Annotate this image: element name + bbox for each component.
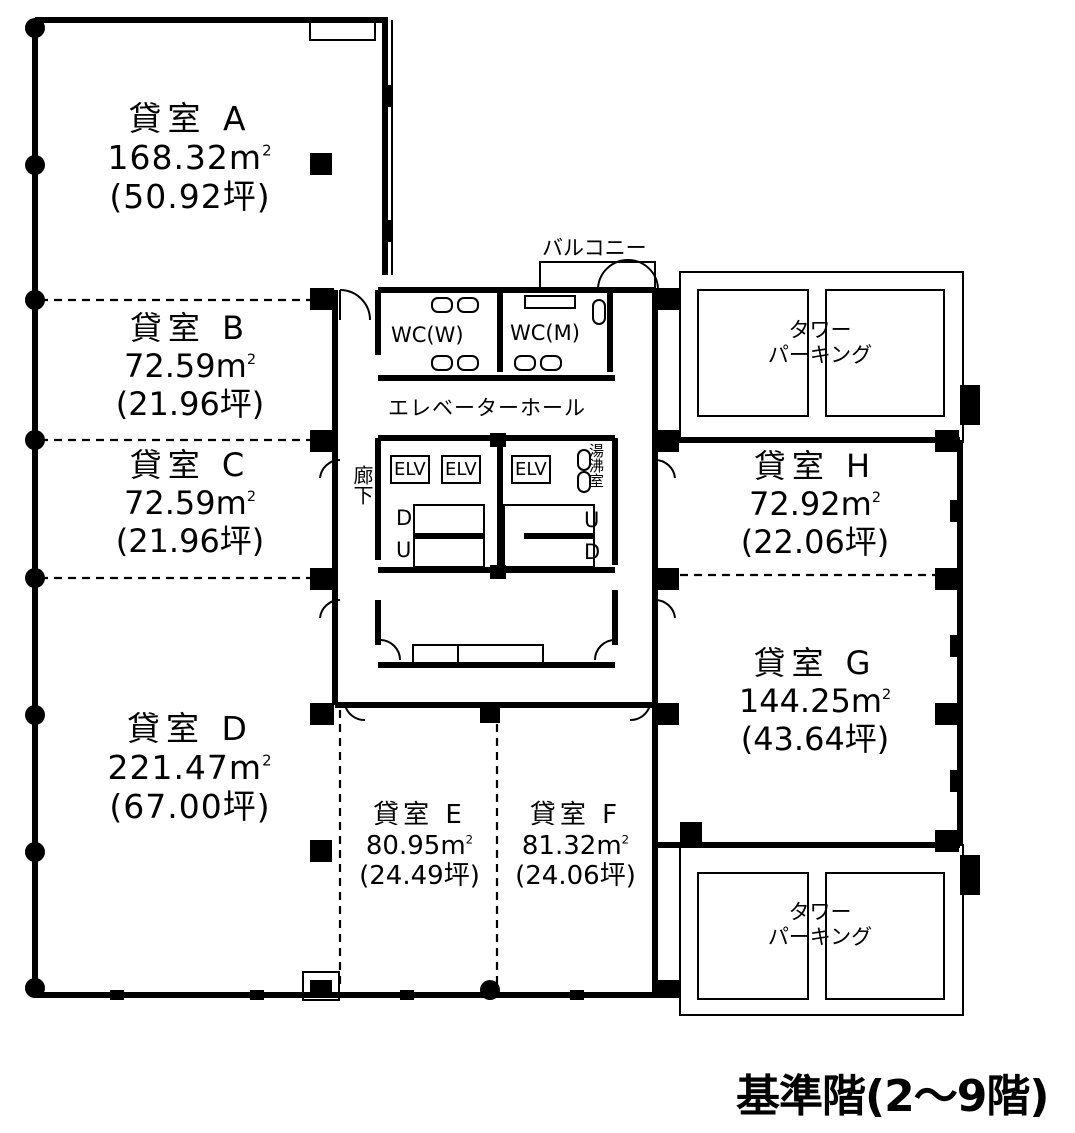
elevator-2: ELV <box>441 455 481 485</box>
stair-2-up: U <box>584 508 600 532</box>
room-h-label: 貸室 H 72.92m2 (22.06坪) <box>700 447 930 561</box>
room-g-tsubo: (43.64坪) <box>740 719 890 758</box>
tower-parking-2: タワー パーキング <box>720 900 920 950</box>
room-d-tsubo: (67.00坪) <box>109 786 271 826</box>
room-b-label: 貸室 B 72.59m2 (21.96坪) <box>85 309 295 423</box>
room-f-tsubo: (24.06坪) <box>515 861 636 892</box>
room-b-area: 72.59m2 <box>124 346 256 385</box>
room-e-name: 貸室 E <box>373 800 466 830</box>
room-d-area: 221.47m2 <box>107 747 273 787</box>
room-h-area: 72.92m2 <box>749 484 881 523</box>
room-c-area: 72.59m2 <box>124 483 256 522</box>
room-e-label: 貸室 E 80.95m2 (24.49坪) <box>342 800 497 892</box>
room-c-name: 貸室 C <box>129 446 251 484</box>
corridor-label: 廊下 <box>350 465 374 505</box>
room-g-area: 144.25m2 <box>738 681 892 720</box>
core-interior-walls <box>375 290 618 668</box>
stair-2-down: D <box>584 540 601 564</box>
room-c-label: 貸室 C 72.59m2 (21.96坪) <box>85 446 295 560</box>
kitchenette-label: 湯沸室 <box>587 443 605 488</box>
stair-1-down: D <box>396 506 413 530</box>
room-c-tsubo: (21.96坪) <box>115 521 265 560</box>
tower-parking-2-line2: パーキング <box>767 924 873 949</box>
room-a-label: 貸室 A 168.32m2 (50.92坪) <box>85 99 295 217</box>
tower-parking-1: タワー パーキング <box>720 318 920 368</box>
wc-men-label: WC(M) <box>510 321 580 345</box>
elevator-hall-label: エレベーターホール <box>388 396 586 420</box>
wc-fixtures <box>431 295 606 493</box>
elevator-3: ELV <box>511 455 551 485</box>
room-a-area: 168.32m2 <box>107 137 273 177</box>
room-d-name: 貸室 D <box>127 709 253 748</box>
room-a-name: 貸室 A <box>128 99 252 138</box>
tower-parking-2-line1: タワー <box>788 900 852 924</box>
door-swings <box>319 258 676 722</box>
room-e-tsubo: (24.49坪) <box>359 861 480 892</box>
tower-parking-1-line1: タワー <box>788 318 852 342</box>
room-g-name: 貸室 G <box>753 644 877 682</box>
room-b-name: 貸室 B <box>129 309 251 347</box>
stairs <box>413 504 595 568</box>
columns <box>25 18 980 1000</box>
tower-parking-1-line2: パーキング <box>767 342 873 367</box>
elevator-1: ELV <box>390 455 430 485</box>
room-d-label: 貸室 D 221.47m2 (67.00坪) <box>75 709 305 827</box>
wc-women-label: WC(W) <box>391 323 464 347</box>
room-h-name: 貸室 H <box>753 447 877 485</box>
room-g-label: 貸室 G 144.25m2 (43.64坪) <box>700 644 930 758</box>
stair-1-up: U <box>396 538 412 562</box>
room-e-area: 80.95m2 <box>365 830 474 861</box>
room-h-tsubo: (22.06坪) <box>740 522 890 561</box>
room-b-tsubo: (21.96坪) <box>115 384 265 423</box>
room-a-tsubo: (50.92坪) <box>109 176 271 216</box>
floor-title: 基準階(2〜9階) <box>736 1071 1049 1122</box>
partition-lines <box>40 298 955 990</box>
balcony-label: バルコニー <box>542 236 647 260</box>
room-f-name: 貸室 F <box>529 800 622 830</box>
room-f-label: 貸室 F 81.32m2 (24.06坪) <box>498 800 653 892</box>
room-f-area: 81.32m2 <box>521 830 630 861</box>
